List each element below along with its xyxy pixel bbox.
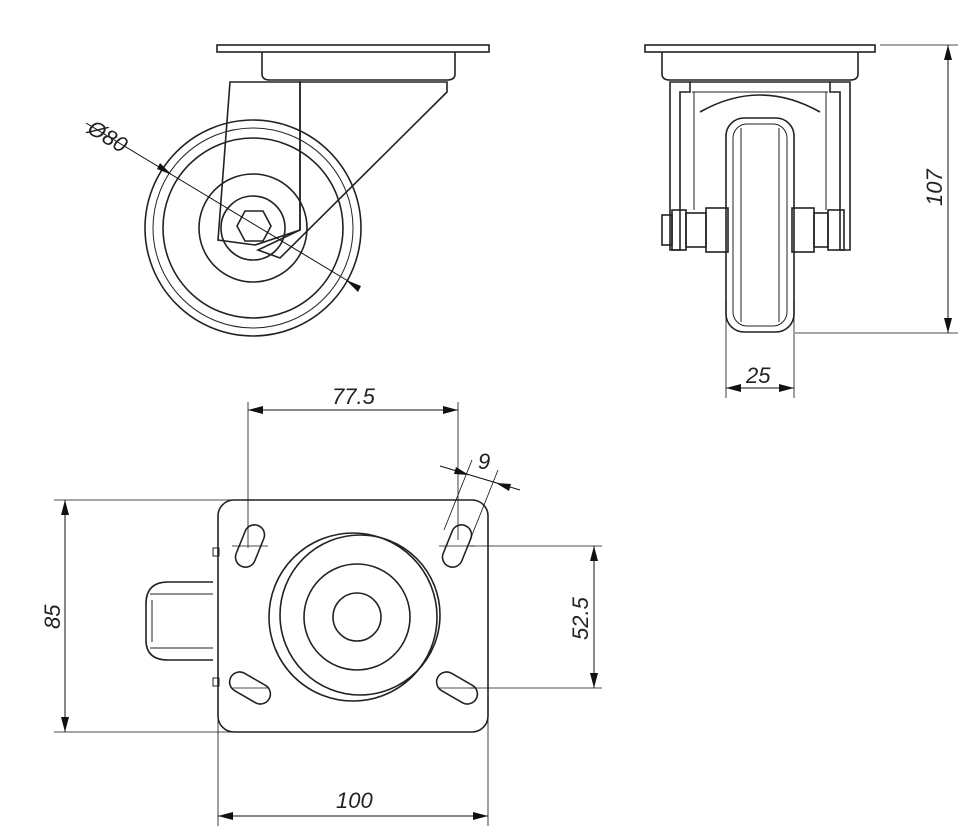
fork-leg-diagonal [255,81,448,259]
hole-spacing-y-arrow-bottom [590,673,598,688]
front-view: 107 25 [644,44,958,398]
hole-spacing-y-arrow-top [590,546,598,561]
plate-width-arrow-left [218,812,233,820]
wheel-diameter-label: Ø80 [83,114,133,158]
mounting-slot-top-left [234,524,266,568]
hole-spacing-x-arrow-right [443,406,458,414]
swivel-bearing-housing [261,52,456,81]
axle-spacer-left [705,207,729,253]
axle-bolt-right [813,212,829,248]
axle-nut [236,210,272,242]
axle-nut-right [827,209,845,251]
swivel-race-offset [279,534,441,696]
side-view: Ø80 [83,44,490,337]
axle-nut-left [671,209,687,251]
bearing-housing-front [661,52,859,81]
fork-left-leg [669,81,691,251]
plate-depth-arrow-top [61,500,69,515]
mounting-slot-top-right [441,524,473,568]
wheel-hub-inner [220,195,286,261]
mounting-plate [217,499,489,733]
king-pin [332,592,382,642]
fork-tab-bottom [212,677,220,687]
height-arrow-bottom [944,318,952,333]
wheel-tyre-groove [732,123,788,327]
top-plate-front [644,44,876,53]
mounting-slot-bottom-right [435,671,479,705]
slot-width-label: 9 [478,449,490,474]
overall-height-label: 107 [922,169,947,206]
mounting-slot-bottom-left [228,671,272,705]
fork-right-leg [829,81,851,251]
king-pin-housing [303,563,411,671]
wheel-outline-top-view [145,581,213,661]
axle-bolt-left [685,212,707,248]
wheel-tyre-front [725,117,795,333]
slot-width-extension-right [469,469,499,541]
plate-width-label: 100 [336,788,373,813]
wheel-hub-outer [198,173,308,283]
top-view: 77.5 9 52.5 85 100 [40,384,602,826]
hole-spacing-y-label: 52.5 [568,596,593,640]
axle-spacer-right [791,207,815,253]
top-plate-side [216,44,490,53]
fork-leg-front [217,81,301,246]
wheel-width-label: 25 [745,363,771,388]
swivel-race-outer [268,532,438,702]
plate-depth-label: 85 [40,604,65,629]
diameter-arrow-top [157,163,172,175]
width-arrow-right [779,384,794,392]
diameter-arrow-bottom [346,280,361,292]
slot-width-arrow-right [496,483,511,491]
fork-tab-top [212,547,220,557]
height-arrow-top [944,45,952,60]
hole-spacing-x-label: 77.5 [332,384,376,409]
wheel-rim [162,137,344,319]
slot-width-arrow-left [454,467,469,475]
diameter-dimension-line [85,122,359,288]
width-arrow-left [726,384,741,392]
plate-depth-arrow-bottom [61,717,69,732]
hole-spacing-x-arrow-left [248,406,263,414]
plate-width-arrow-right [473,812,488,820]
wheel-tyre-inner [152,127,354,329]
wheel-crown-curve [699,94,821,113]
slot-width-extension-left [443,459,473,531]
wheel-tyre-outer [144,119,362,337]
